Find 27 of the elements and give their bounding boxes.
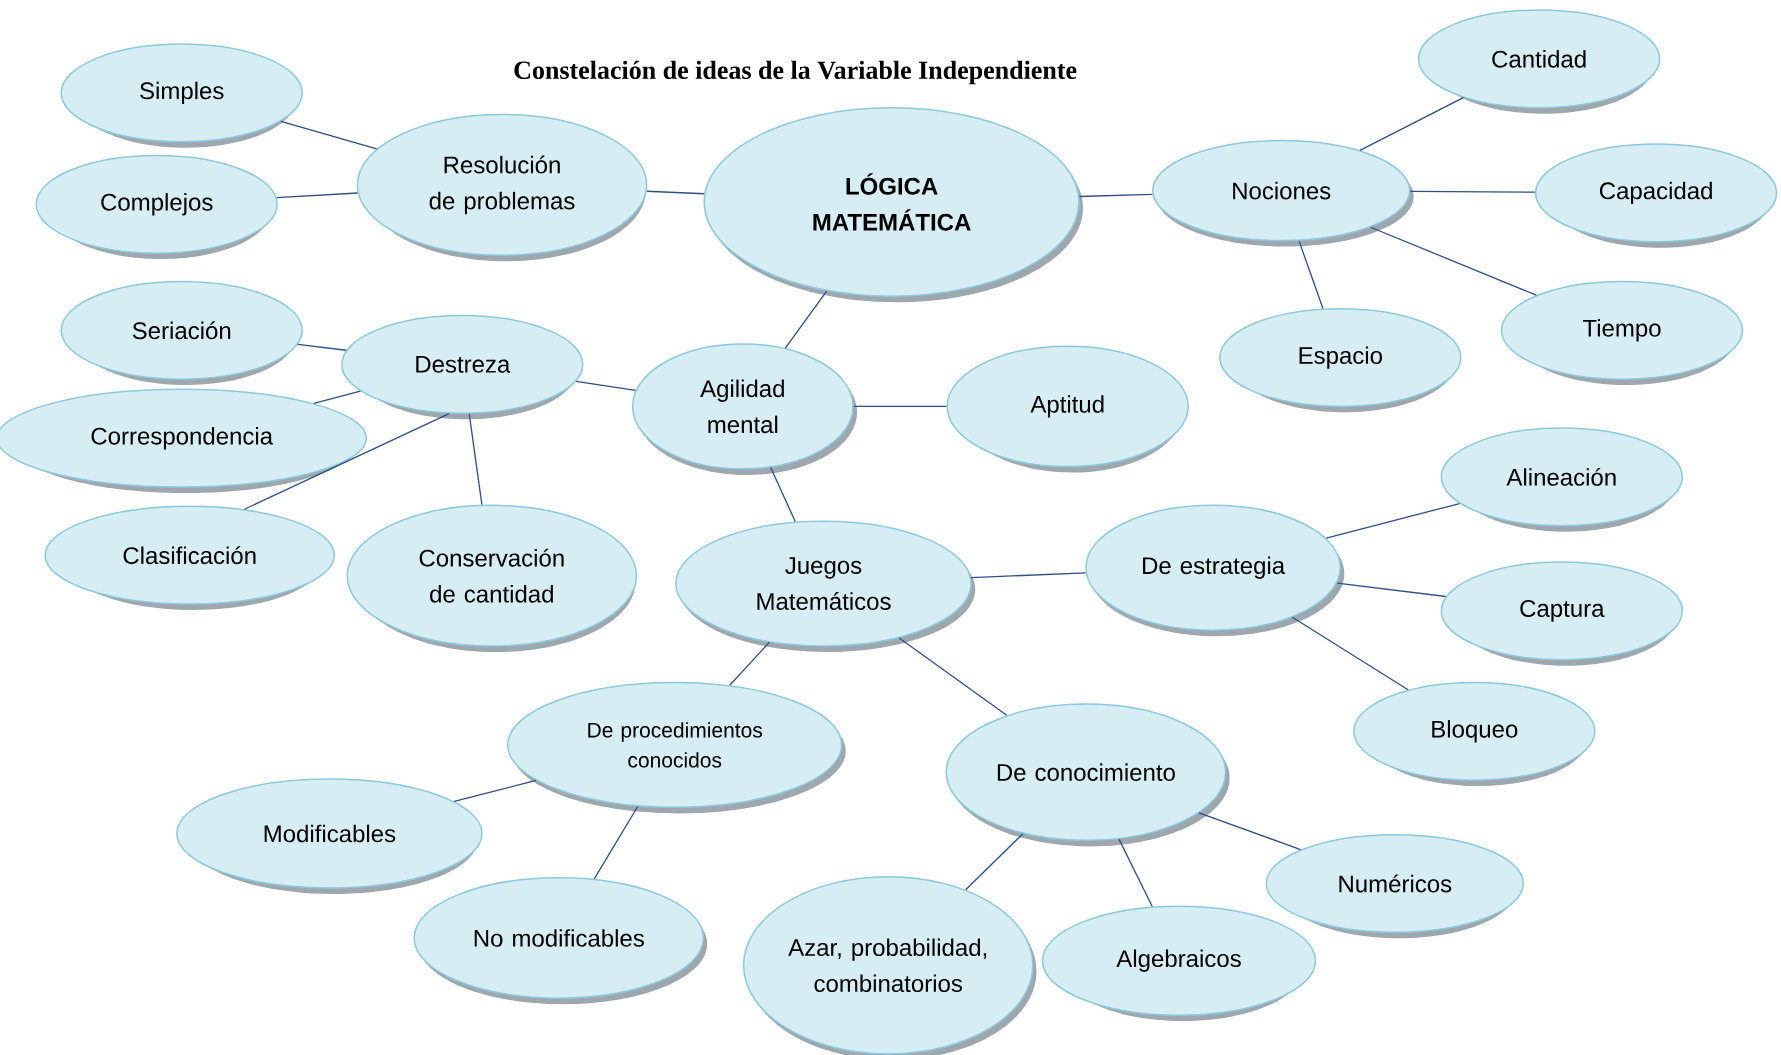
connector-line <box>297 343 347 351</box>
connector-line <box>1291 616 1409 691</box>
connector-line <box>1198 812 1302 851</box>
connector-line <box>970 572 1087 579</box>
connector-line <box>729 641 770 686</box>
connector-line <box>1409 190 1536 193</box>
connector-line <box>1359 96 1464 151</box>
connector-line <box>898 637 1008 716</box>
connector-line <box>770 466 796 523</box>
connector-line <box>1325 502 1461 539</box>
connector-line <box>280 120 378 150</box>
title: Constelación de ideas de la Variable Independiente <box>514 60 1077 85</box>
connector-line <box>276 192 359 199</box>
connector-line <box>1369 226 1537 296</box>
connector-line <box>646 190 705 195</box>
connector-line <box>1118 838 1153 908</box>
connector-line <box>1298 240 1324 310</box>
connector-line <box>453 779 537 803</box>
connector-line <box>965 833 1024 891</box>
connector-line <box>784 290 828 349</box>
connector-line <box>853 405 948 408</box>
connector-line <box>575 380 637 391</box>
connector-line <box>468 413 483 506</box>
connector-line <box>1078 193 1153 198</box>
connector-line <box>313 390 361 405</box>
connector-line <box>1336 582 1447 598</box>
connector-line <box>593 805 639 880</box>
